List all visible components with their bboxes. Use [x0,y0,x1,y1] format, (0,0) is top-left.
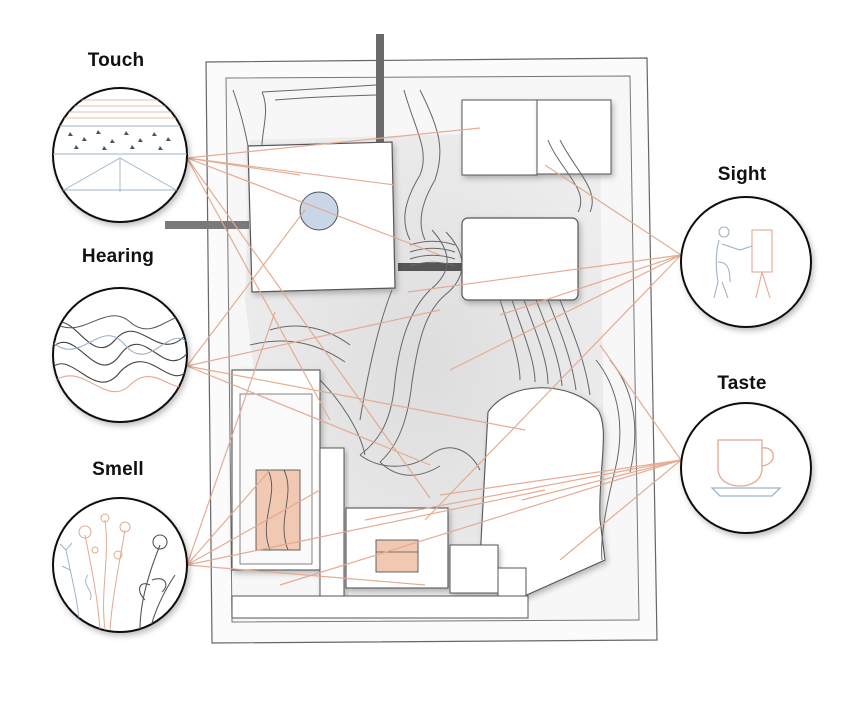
hearing-connector-line [186,209,306,367]
wall-north [376,34,384,146]
pond [299,191,339,231]
touch-circle [52,87,188,223]
building-lower-right-b [497,567,527,597]
orange-bed-center [375,539,419,573]
sight-connector-line [499,254,682,316]
sight-connector-line [424,254,682,521]
orange-bed-left [255,469,301,551]
sight-connector-line [449,254,682,371]
hearing-connector-line [186,365,526,431]
taste-circle [680,402,812,534]
taste-connector-line [599,344,682,461]
taste-connector-line [364,459,682,521]
building-narrow [319,447,345,597]
sight-connector-line [544,164,682,256]
pavilion [461,217,579,301]
smell-connector-line [186,489,321,566]
smell-connector-line [186,311,276,566]
winding-paths [232,84,636,561]
sight-label: Sight [717,164,767,185]
taste-connector-line [439,459,682,496]
touch-connector-line [186,127,481,159]
touch-connector-line [186,157,301,176]
touch-connector-line [186,157,331,421]
building-top-right [536,99,612,175]
person-at-easel-icon [713,226,773,299]
sight-circle [680,196,812,328]
building-top-left [461,99,538,176]
touch-label: Touch [87,50,145,71]
building-lower-right-a [449,544,499,594]
taste-connector-line [279,459,682,586]
smell-connector-line [186,489,546,566]
touch-connector-line [186,157,431,499]
plinth-bottom [231,595,529,619]
taste-connector-line [559,459,682,561]
smell-connector-line [186,564,426,586]
taste-label: Taste [717,373,767,394]
hearing-label: Hearing [81,246,155,267]
wall-west [165,221,249,229]
wall-middle [398,263,464,271]
site-plan [165,34,658,644]
taste-connector-line [521,459,682,501]
touch-connector-line [186,157,441,256]
hearing-connector-line [186,309,441,367]
smell-label: Smell [92,459,144,480]
sight-connector-line [407,254,682,293]
water-steps [409,240,456,267]
connector-lines [186,127,682,586]
smell-connector-line [186,469,271,566]
touch-connector-line [186,157,396,186]
hearing-circle [52,287,188,423]
sound-waves-icon [53,315,187,393]
teacup-icon [710,439,782,497]
hearing-connector-line [186,365,431,466]
smell-circle [52,497,188,633]
lawn-lower-right [479,387,606,599]
